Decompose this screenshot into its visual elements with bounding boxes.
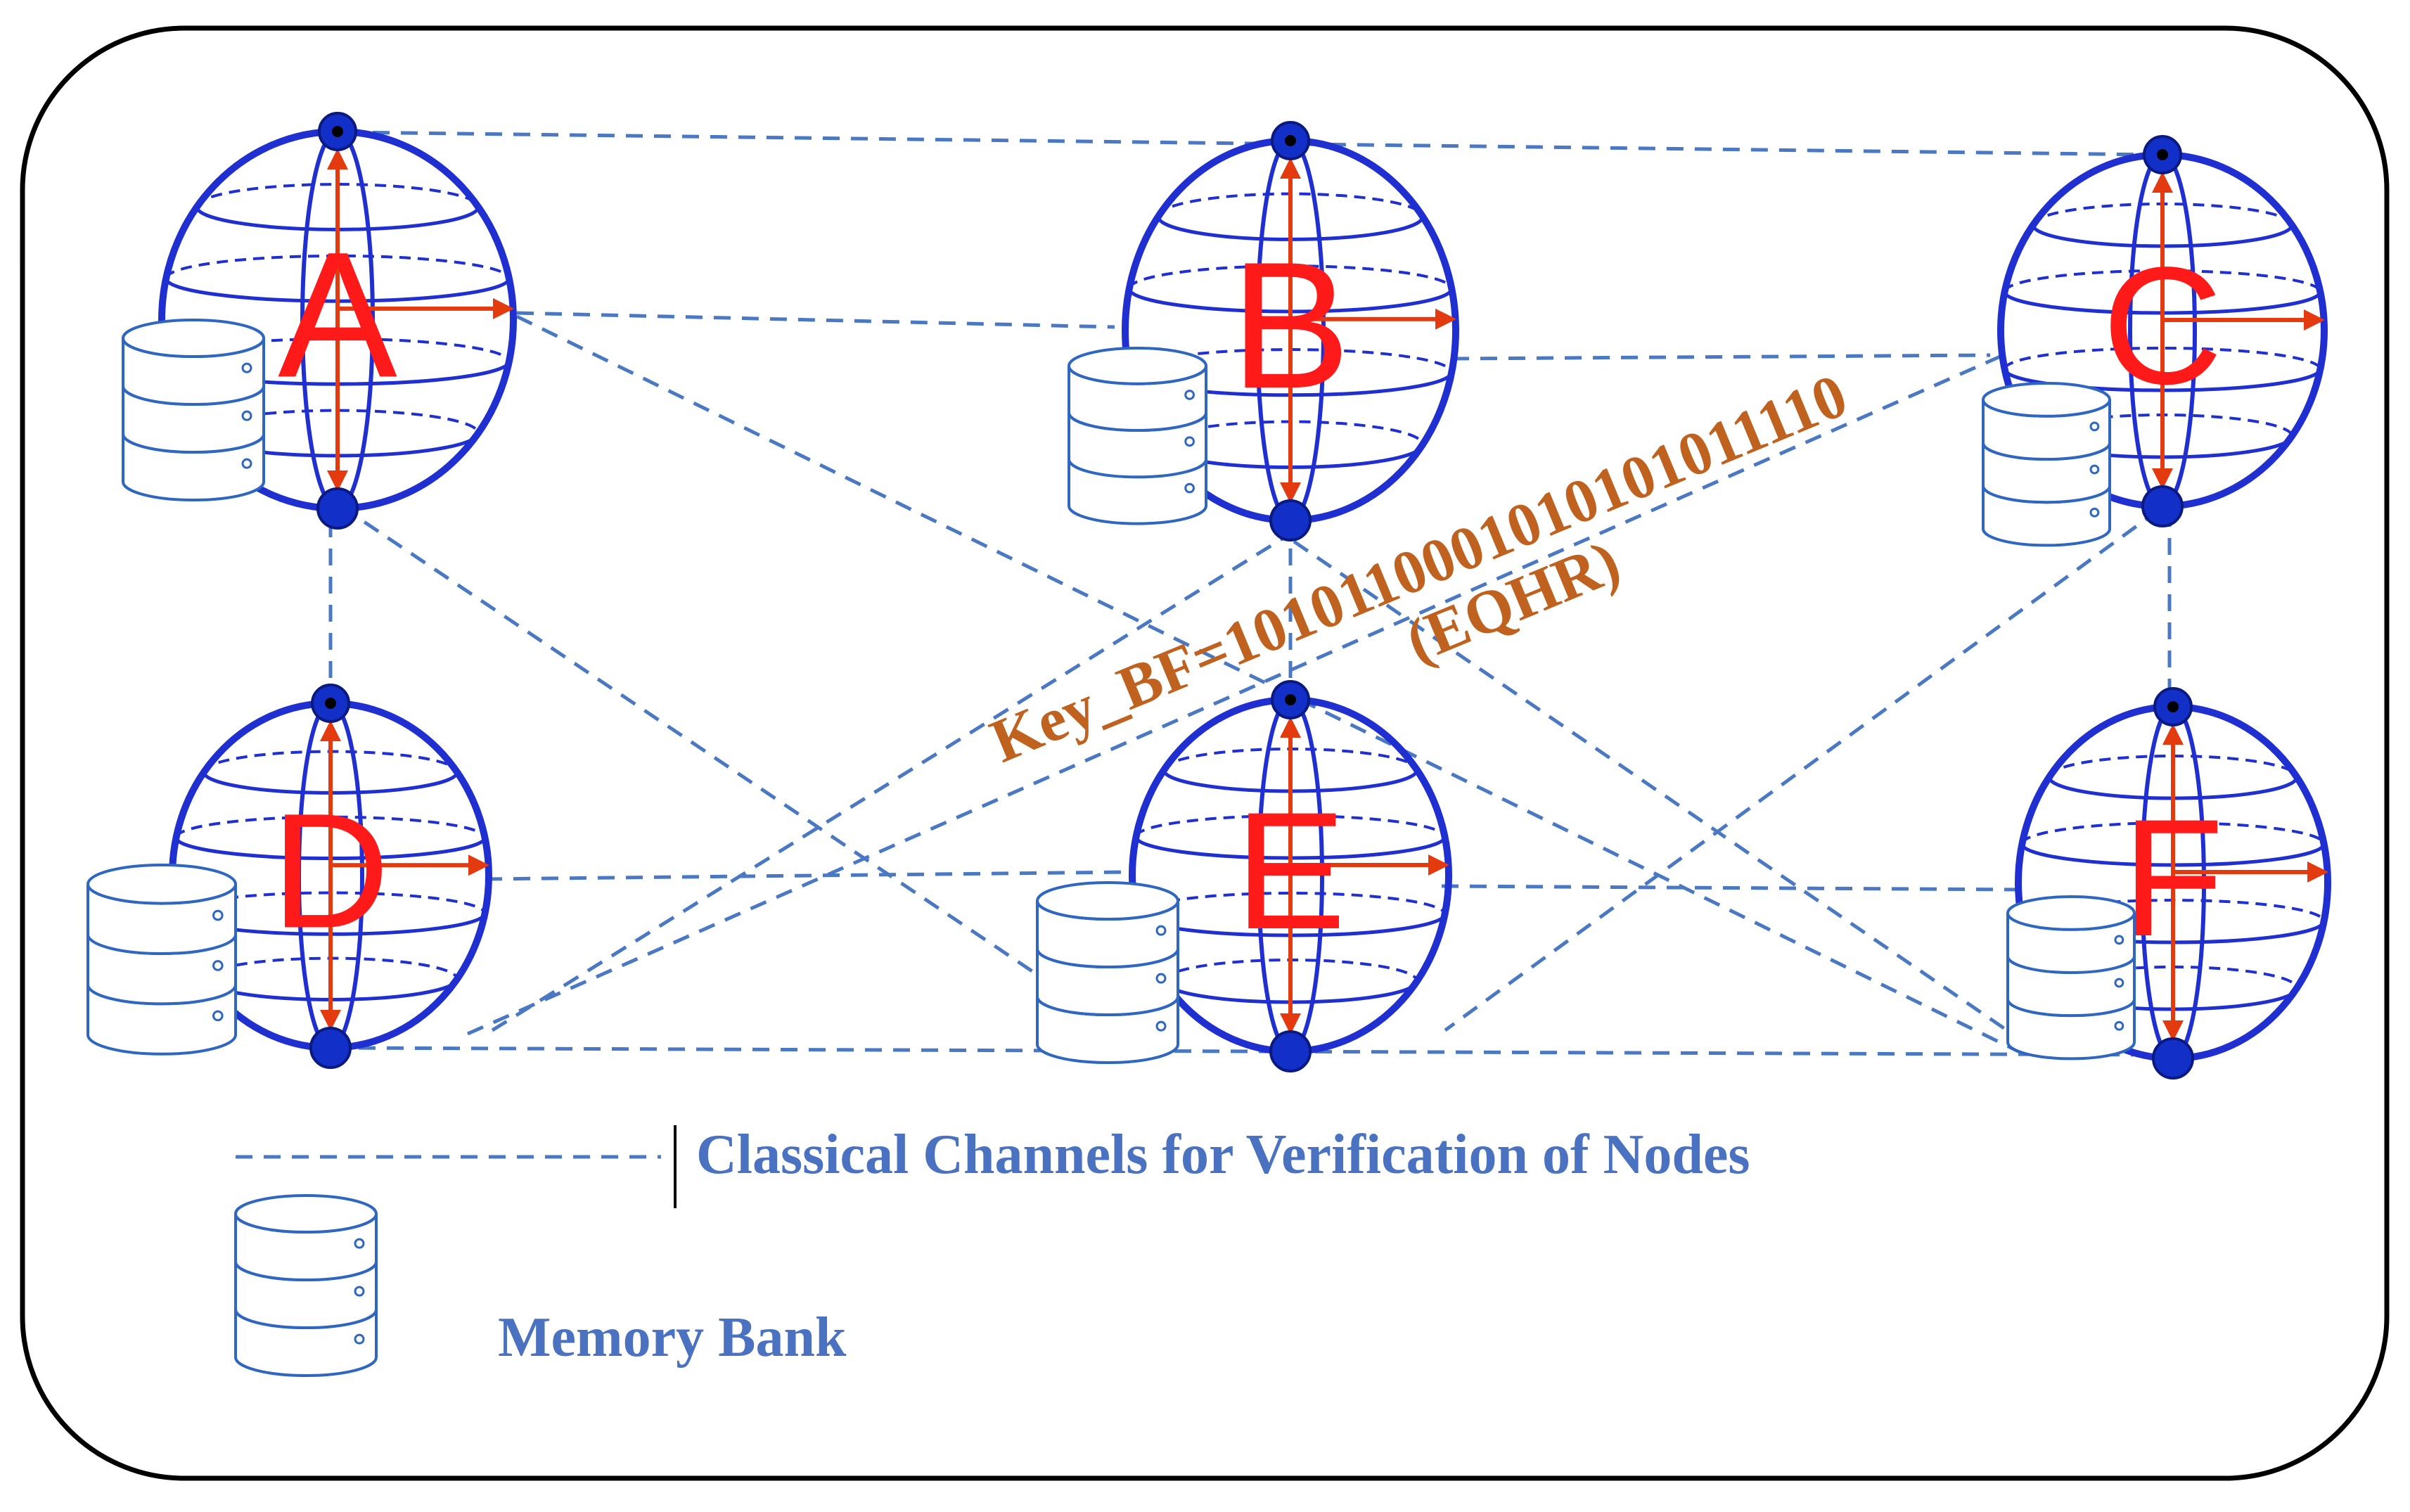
pole-top-center <box>2157 149 2168 160</box>
memory-bank-icon <box>1068 346 1207 525</box>
channel-a-b <box>516 311 1115 329</box>
memory-top-cap <box>1068 346 1207 385</box>
pole-top-center <box>1285 135 1296 146</box>
memory-disk-indicator <box>354 1333 365 1345</box>
memory-top-cap <box>234 1194 378 1234</box>
memory-disk-indicator <box>1155 925 1167 936</box>
memory-bank-icon <box>2006 895 2136 1061</box>
pole-bottom <box>2152 1037 2194 1079</box>
memory-disk-indicator <box>2114 935 2124 945</box>
legend-memory-bank-icon <box>234 1194 378 1377</box>
nodes-layer: A B C D E F <box>86 112 2331 1079</box>
pole-top-center <box>325 698 336 709</box>
memory-disk-indicator <box>1184 482 1195 494</box>
node-label: E <box>1235 778 1346 964</box>
memory-disk-indicator <box>354 1238 365 1249</box>
pole-bottom <box>1269 499 1312 542</box>
channel-d-f-bottom <box>330 1046 2170 1057</box>
memory-disk-indicator <box>2089 464 2100 475</box>
node-label: F <box>2122 785 2224 971</box>
node-c: C <box>1982 135 2328 547</box>
memory-disk-indicator <box>212 960 224 971</box>
memory-top-cap <box>1982 382 2111 418</box>
memory-bank-icon <box>1982 382 2111 547</box>
pole-top-center <box>2167 701 2179 712</box>
pole-bottom <box>2141 485 2184 527</box>
memory-disk-indicator <box>1155 1020 1167 1032</box>
memory-disk-indicator <box>2114 1020 2124 1031</box>
memory-disk-indicator <box>212 909 224 921</box>
memory-top-cap <box>2006 895 2136 931</box>
node-label: A <box>278 214 397 414</box>
memory-disk-indicator <box>241 410 252 421</box>
node-a: A <box>122 112 517 530</box>
channel-d-b <box>491 536 1285 1032</box>
memory-bank-icon <box>234 1194 378 1377</box>
memory-disk-indicator <box>241 362 252 373</box>
channel-a-f <box>515 314 2020 1053</box>
node-d: D <box>86 684 492 1069</box>
memory-disk-indicator <box>354 1286 365 1297</box>
node-f: F <box>2006 687 2331 1079</box>
memory-top-cap <box>1036 881 1179 921</box>
sphere-latitude-back <box>1134 814 1447 838</box>
sphere-latitude-back <box>2003 269 2322 293</box>
memory-top-cap <box>122 319 265 358</box>
memory-disk-indicator <box>1155 973 1167 984</box>
memory-disk-indicator <box>2114 978 2124 988</box>
memory-top-cap <box>86 864 237 905</box>
memory-disk-indicator <box>212 1010 224 1022</box>
sphere-latitude-back <box>196 183 480 207</box>
pole-top-center <box>1285 694 1296 705</box>
memory-bank-icon <box>1036 881 1179 1064</box>
node-label: B <box>1230 225 1350 426</box>
memory-disk-indicator <box>2089 421 2100 432</box>
pole-bottom <box>309 1027 352 1069</box>
legend-memory-label: Memory Bank <box>498 1307 847 1369</box>
memory-bank-icon <box>122 319 265 501</box>
channel-b-f <box>1293 539 2044 1057</box>
channel-d-e <box>485 870 1133 881</box>
memory-disk-indicator <box>241 458 252 469</box>
legend: Classical Channels for Verification of N… <box>234 1124 1750 1377</box>
node-label: D <box>271 780 390 963</box>
node-e: E <box>1036 680 1452 1072</box>
node-label: C <box>2102 233 2223 419</box>
memory-disk-indicator <box>1184 436 1195 447</box>
memory-bank-icon <box>86 864 237 1056</box>
pole-bottom <box>316 487 359 530</box>
memory-disk-indicator <box>2089 507 2100 518</box>
channel-c-e <box>1444 508 2160 1032</box>
pole-top-center <box>332 126 343 137</box>
sphere-latitude-back <box>2003 347 2322 370</box>
channel-b-c <box>1451 353 1991 361</box>
legend-channel-label: Classical Channels for Verification of N… <box>696 1124 1750 1186</box>
sphere-latitude-back <box>174 815 487 838</box>
pole-bottom <box>1269 1030 1312 1072</box>
node-b: B <box>1068 121 1459 542</box>
channel-e-f <box>1441 884 2019 892</box>
memory-disk-indicator <box>1184 390 1195 400</box>
channel-a-e <box>340 504 1127 1036</box>
